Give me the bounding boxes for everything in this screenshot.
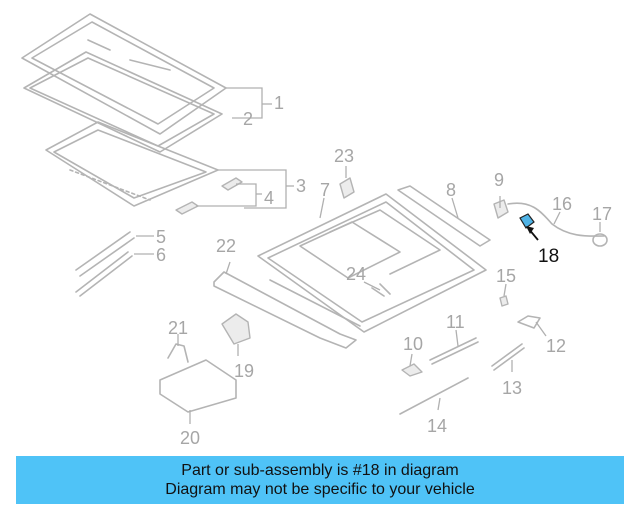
- leader-lines: [134, 87, 601, 424]
- guide-rail-right: [429, 337, 479, 365]
- callout-20: 20: [180, 428, 200, 448]
- callout-2: 2: [243, 109, 253, 129]
- side-rails: [75, 231, 135, 297]
- switch-cover: [401, 363, 423, 377]
- callout-6: 6: [156, 245, 166, 265]
- callout-9: 9: [494, 170, 504, 190]
- parts-diagram: 1 2 3 4 5 6 7 8 9 10 11 12 13 14 15 16 1…: [21, 13, 612, 448]
- callout-18-highlighted: 18: [538, 246, 559, 267]
- callout-14: 14: [427, 416, 447, 436]
- callout-21: 21: [168, 318, 188, 338]
- small-clip: [339, 177, 355, 199]
- callout-10: 10: [403, 334, 423, 354]
- callout-12: 12: [546, 336, 566, 356]
- wind-deflector: [397, 185, 491, 247]
- caption-line-disclaimer: Diagram may not be specific to your vehi…: [165, 481, 475, 498]
- callout-7: 7: [320, 180, 330, 200]
- caption-line-part-number: Part or sub-assembly is #18 in diagram: [181, 462, 459, 479]
- rear-drain-rail: [213, 271, 357, 349]
- latch: [517, 315, 541, 329]
- screw-set: [371, 283, 391, 297]
- callout-15: 15: [496, 266, 516, 286]
- motor-bracket: [493, 199, 509, 219]
- callout-13: 13: [502, 378, 522, 398]
- callout-23: 23: [334, 146, 354, 166]
- callout-19: 19: [234, 361, 254, 381]
- callout-8: 8: [446, 180, 456, 200]
- callout-22: 22: [216, 236, 236, 256]
- callout-24: 24: [346, 264, 366, 284]
- callout-11: 11: [446, 312, 465, 332]
- callout-4: 4: [264, 188, 274, 208]
- callout-17: 17: [592, 204, 612, 224]
- hose-grommet: [592, 233, 608, 247]
- drive-cable: [399, 377, 469, 415]
- glass-seal: [23, 51, 223, 153]
- crank-handle: [167, 343, 189, 363]
- guide-rail-lower: [491, 343, 525, 371]
- callout-1: 1: [274, 93, 284, 113]
- sunroof-housing: [257, 193, 487, 333]
- highlighted-clip-part-18: [519, 213, 535, 229]
- callout-16: 16: [552, 194, 572, 214]
- callout-5: 5: [156, 227, 166, 247]
- info-banner: Part or sub-assembly is #18 in diagram D…: [16, 456, 624, 504]
- callout-3: 3: [296, 176, 306, 196]
- sunroof-motor: [221, 313, 251, 345]
- small-screw: [499, 295, 509, 307]
- motor-bracket-tray: [159, 359, 237, 413]
- drain-hose: [507, 202, 605, 237]
